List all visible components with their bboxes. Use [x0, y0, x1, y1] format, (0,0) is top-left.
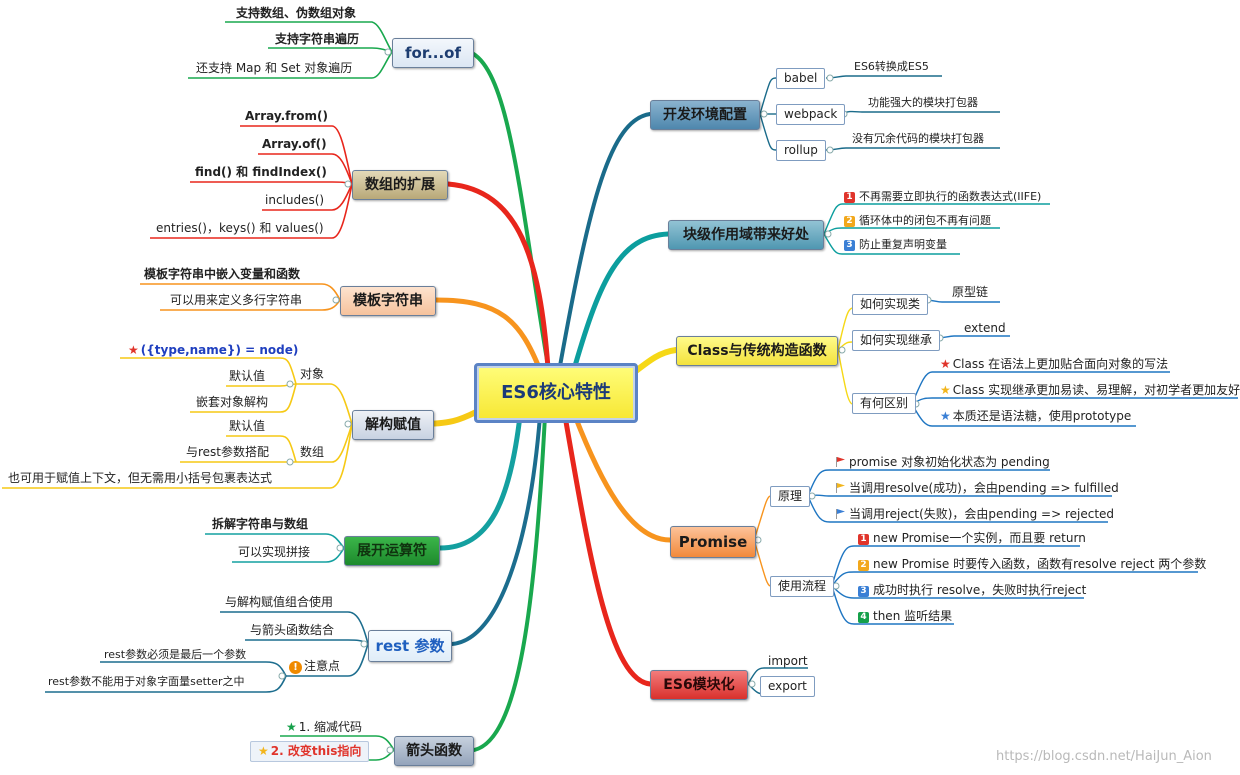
tool-desc: ES6转换成ES5	[854, 60, 929, 73]
flag-icon	[836, 457, 845, 467]
rest-item: 与箭头函数结合	[250, 623, 335, 637]
number-badge-icon: 2	[858, 560, 869, 571]
destructure-extra: 也可用于赋值上下文，但无需用小括号包裹表达式	[8, 471, 273, 485]
topic-promise[interactable]: Promise	[670, 526, 756, 558]
class-item: ★Class 实现继承更加易读、易理解，对初学者更加友好	[940, 383, 1240, 397]
number-badge-icon: 1	[844, 192, 855, 203]
topic-class[interactable]: Class与传统构造函数	[676, 336, 838, 366]
class-group-label: 如何实现类	[852, 294, 929, 315]
topic-spread-operator[interactable]: 展开运算符	[344, 536, 440, 566]
class-item: ★Class 在语法上更加贴合面向对象的写法	[940, 357, 1169, 371]
forof-item: 支持数组、伪数组对象	[236, 6, 357, 20]
topic-for-of[interactable]: for...of	[392, 38, 474, 68]
topic-dev-environment[interactable]: 开发环境配置	[650, 100, 760, 130]
number-badge-icon: 1	[858, 534, 869, 545]
arrow-item-highlight: ★2. 改变this指向	[250, 741, 370, 762]
number-badge-icon: 3	[858, 586, 869, 597]
star-icon: ★	[128, 343, 139, 357]
number-badge-icon: 3	[844, 240, 855, 251]
promise-principle-item: 当调用reject(失败)，会由pending => rejected	[836, 507, 1114, 521]
class-group-label: 如何实现继承	[852, 330, 941, 351]
topic-block-scope[interactable]: 块级作用域带来好处	[668, 220, 824, 250]
arrow-item: ★1. 缩减代码	[286, 720, 363, 734]
promise-principle-item: promise 对象初始化状态为 pending	[836, 455, 1050, 469]
star-icon: ★	[940, 357, 951, 371]
star-icon: ★	[286, 720, 297, 734]
template-item: 模板字符串中嵌入变量和函数	[144, 267, 301, 281]
forof-item: 还支持 Map 和 Set 对象遍历	[196, 61, 353, 75]
spread-item: 拆解字符串与数组	[212, 517, 309, 531]
topic-arrow-function[interactable]: 箭头函数	[394, 736, 474, 766]
rest-note: rest参数不能用于对象字面量setter之中	[48, 675, 245, 688]
forof-item: 支持字符串遍历	[275, 32, 360, 46]
module-item: export	[760, 676, 815, 697]
spread-item: 可以实现拼接	[238, 545, 311, 559]
star-icon: ★	[258, 744, 269, 758]
promise-principle-item: 当调用resolve(成功)，会由pending => fulfilled	[836, 481, 1119, 495]
topic-es6-module[interactable]: ES6模块化	[650, 670, 748, 700]
module-item: import	[768, 654, 808, 668]
array-item: find() 和 findIndex()	[195, 165, 327, 179]
destructure-array-label: 数组	[300, 445, 325, 459]
center-topic[interactable]: ES6核心特性	[474, 363, 638, 423]
tool-desc: 功能强大的模块打包器	[868, 96, 978, 109]
destructure-object-label: 对象	[300, 367, 325, 381]
array-item: Array.from()	[245, 109, 328, 123]
template-item: 可以用来定义多行字符串	[170, 293, 303, 307]
class-group-label: 有何区别	[852, 393, 917, 414]
rest-item: 与解构赋值组合使用	[225, 595, 334, 609]
flag-icon	[836, 509, 845, 519]
array-item: entries()，keys() 和 values()	[156, 221, 324, 235]
rest-note: rest参数必须是最后一个参数	[104, 648, 247, 661]
promise-principle-label: 原理	[770, 486, 811, 507]
tool-babel: babel	[776, 68, 826, 89]
tool-rollup: rollup	[776, 140, 826, 161]
promise-usage-label: 使用流程	[770, 576, 835, 597]
star-icon: ★	[940, 409, 951, 423]
watermark: https://blog.csdn.net/HaiJun_Aion	[996, 749, 1212, 764]
destructure-object-item: ★({type,name}) = node)	[128, 343, 299, 357]
class-item: extend	[964, 321, 1006, 335]
array-item: includes()	[265, 193, 325, 207]
flag-icon	[836, 483, 845, 493]
topic-rest-params[interactable]: rest 参数	[368, 630, 452, 662]
destructure-object-item: 默认值	[229, 369, 266, 383]
destructure-array-item: 与rest参数搭配	[186, 445, 270, 459]
tool-desc: 没有冗余代码的模块打包器	[852, 132, 984, 145]
class-item: 原型链	[952, 285, 989, 299]
star-icon: ★	[940, 383, 951, 397]
destructure-object-item: 嵌套对象解构	[196, 395, 269, 409]
number-badge-icon: 4	[858, 612, 869, 623]
array-item: Array.of()	[262, 137, 327, 151]
class-item: ★本质还是语法糖，使用prototype	[940, 409, 1132, 423]
topic-template-string[interactable]: 模板字符串	[340, 286, 436, 316]
tool-webpack: webpack	[776, 104, 846, 125]
warning-icon: !	[289, 661, 302, 674]
destructure-array-item: 默认值	[229, 419, 266, 433]
topic-array-extension[interactable]: 数组的扩展	[352, 170, 448, 200]
rest-notes-label: !注意点	[289, 659, 340, 674]
topic-destructuring[interactable]: 解构赋值	[352, 410, 434, 440]
number-badge-icon: 2	[844, 216, 855, 227]
